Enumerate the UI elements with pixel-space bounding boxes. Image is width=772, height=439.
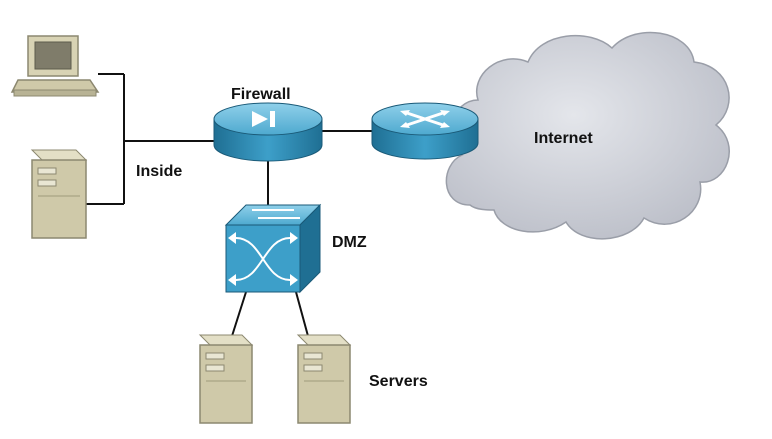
internet-label: Internet	[534, 130, 593, 147]
router-icon	[371, 102, 479, 160]
inside-label: Inside	[136, 163, 183, 180]
dmz-label: DMZ	[332, 234, 367, 251]
cloud-icon	[445, 31, 730, 240]
firewall-icon	[213, 102, 323, 162]
link-dmz-server-1	[231, 291, 247, 337]
link-dmz-server-2	[295, 291, 309, 337]
workstation-icon	[10, 35, 100, 97]
servers-label: Servers	[369, 373, 428, 390]
server-tower-icon	[30, 149, 88, 239]
firewall-label: Firewall	[231, 86, 291, 103]
server-tower-icon	[296, 334, 352, 424]
server-tower-icon	[198, 334, 254, 424]
switch-icon	[224, 203, 322, 294]
